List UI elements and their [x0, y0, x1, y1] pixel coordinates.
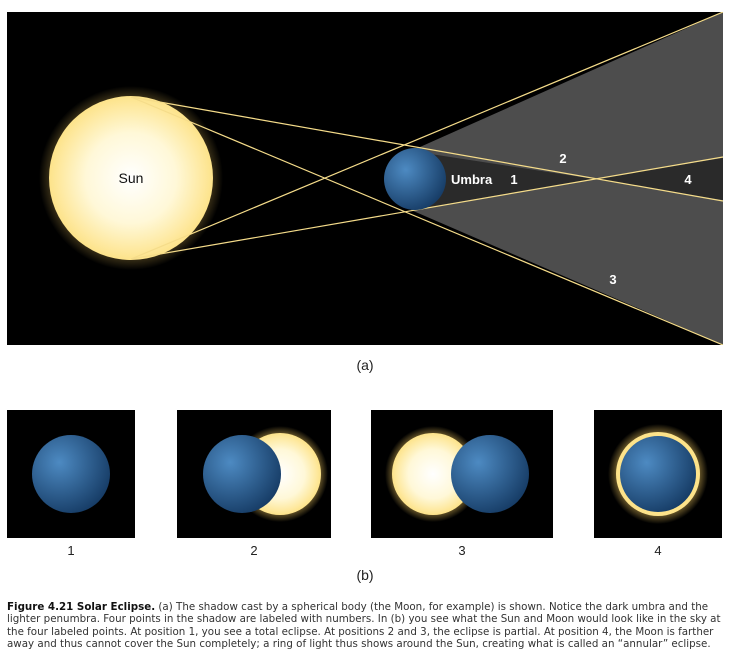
part-a-label: (a)	[356, 357, 374, 373]
view-number-1: 1	[67, 543, 75, 558]
view-panel-4	[594, 410, 722, 538]
light-rays	[130, 12, 723, 345]
view-number-2: 2	[250, 543, 258, 558]
point-label-1: 1	[510, 172, 517, 187]
sun	[392, 433, 474, 515]
caption-text: (a) The shadow cast by a spherical body …	[7, 601, 721, 651]
point-label-3: 3	[609, 272, 616, 287]
view-panel-2	[177, 410, 331, 538]
part-b-label: (b)	[356, 567, 374, 583]
moon	[203, 435, 281, 513]
umbra-label: Umbra	[451, 172, 493, 187]
shadow-diagram: Sun Umbra 1 2 3 4	[7, 12, 723, 345]
view-number-4: 4	[654, 543, 662, 558]
antumbra-region	[594, 158, 723, 200]
moon	[384, 148, 446, 210]
sun	[49, 96, 213, 260]
moon	[620, 436, 696, 512]
moon	[32, 435, 110, 513]
view-panel-3	[371, 410, 553, 538]
caption-title: Figure 4.21 Solar Eclipse.	[7, 601, 156, 613]
moon	[451, 435, 529, 513]
umbra-region	[411, 151, 723, 210]
point-label-4: 4	[684, 172, 692, 187]
point-label-2: 2	[559, 151, 566, 166]
view-number-3: 3	[458, 543, 466, 558]
figure-caption: Figure 4.21 Solar Eclipse. (a) The shado…	[7, 601, 729, 651]
sun-label: Sun	[119, 170, 144, 186]
view-panel-1	[7, 410, 135, 538]
